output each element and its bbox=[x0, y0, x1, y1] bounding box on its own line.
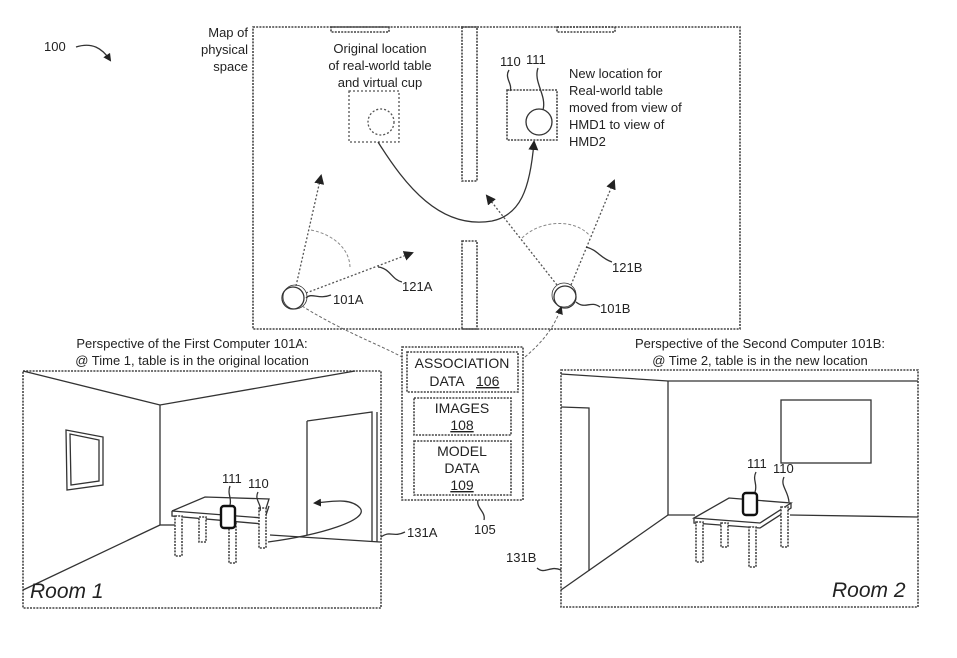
device-a-ref: 101A bbox=[333, 292, 364, 307]
room1-caption-line1: Perspective of the First Computer 101A: bbox=[76, 336, 307, 351]
room1-leader-111 bbox=[228, 485, 232, 506]
room1-floor-left bbox=[22, 524, 161, 591]
association-ref: 106 bbox=[476, 373, 500, 389]
fov-a-left-ray bbox=[295, 174, 325, 287]
leader-101a bbox=[305, 294, 332, 299]
server-box bbox=[401, 346, 524, 501]
leader-111 bbox=[536, 67, 545, 111]
room1-frame bbox=[22, 370, 382, 609]
device-101b: 101B 121B bbox=[485, 179, 642, 316]
room1-table-ref: 110 bbox=[248, 476, 269, 491]
original-table-outline bbox=[348, 90, 400, 143]
room2-door bbox=[560, 406, 590, 571]
new-cup bbox=[525, 108, 553, 136]
map-label-line3: space bbox=[213, 59, 248, 74]
model-data-box bbox=[413, 440, 512, 496]
room1-window bbox=[65, 429, 104, 491]
server-105: ASSOCIATION DATA 106 IMAGES 108 MODEL DA… bbox=[401, 346, 524, 537]
leader-110 bbox=[506, 69, 512, 92]
fov-b-ref: 121B bbox=[612, 260, 642, 275]
room2-floor-back bbox=[668, 514, 919, 518]
map-label-line2: physical bbox=[201, 42, 248, 57]
hmd-b-ring bbox=[551, 282, 577, 308]
room2-leader-110 bbox=[782, 476, 790, 503]
original-cup-outline bbox=[367, 108, 395, 136]
link-server-device-b bbox=[524, 306, 563, 358]
room2-virtual-cup-icon bbox=[741, 491, 759, 517]
room2-name: Room 2 bbox=[832, 579, 906, 602]
leader-131b bbox=[536, 567, 562, 572]
figure-number: 100 bbox=[44, 39, 66, 54]
original-location-line1: Original location bbox=[333, 41, 426, 56]
room2-floor-left bbox=[560, 514, 669, 591]
room2-caption-line1: Perspective of the Second Computer 101B: bbox=[635, 336, 885, 351]
original-location-line2: of real-world table bbox=[328, 58, 431, 73]
fov-a-right-ray bbox=[305, 251, 414, 294]
room2-cup-ref: 111 bbox=[747, 456, 767, 471]
map-label-line1: Map of bbox=[208, 25, 248, 40]
fov-a-ref: 121A bbox=[402, 279, 433, 294]
room-1-perspective: Perspective of the First Computer 101A: … bbox=[22, 336, 438, 609]
device-101a: 101A 121A bbox=[281, 174, 433, 310]
room2-leader-111 bbox=[753, 471, 757, 493]
map-boundary bbox=[252, 26, 741, 330]
room2-caption-line2: @ Time 2, table is in the new location bbox=[652, 353, 868, 368]
room1-leader-110 bbox=[256, 491, 261, 512]
new-location-line5: HMD2 bbox=[569, 134, 606, 149]
room1-door bbox=[306, 411, 378, 542]
new-table-outline bbox=[506, 89, 558, 141]
images-box bbox=[413, 397, 512, 436]
map-window-right bbox=[556, 26, 616, 33]
association-label: ASSOCIATION bbox=[415, 355, 510, 371]
leader-101b bbox=[575, 301, 601, 308]
room2-frame bbox=[560, 369, 919, 608]
device-b-ref: 101B bbox=[600, 301, 630, 316]
fov-b-left-ray bbox=[485, 194, 558, 286]
server-ref: 105 bbox=[474, 522, 496, 537]
link-device-a-server bbox=[301, 305, 403, 358]
new-cup-ref: 111 bbox=[526, 52, 546, 67]
new-location-line3: moved from view of bbox=[569, 100, 682, 115]
leader-131a bbox=[380, 531, 406, 538]
table-move-path bbox=[377, 140, 539, 223]
model-label: MODEL bbox=[437, 443, 487, 459]
room2-picture bbox=[780, 399, 872, 464]
room1-floor-right bbox=[269, 534, 381, 543]
room1-cup-ref: 111 bbox=[222, 471, 242, 486]
images-label: IMAGES bbox=[435, 400, 489, 416]
fov-b-right-ray bbox=[570, 179, 616, 286]
leader-105 bbox=[477, 499, 485, 521]
map-of-physical-space: Map of physical space Original location … bbox=[201, 25, 741, 330]
fov-b-arc bbox=[521, 223, 591, 239]
fov-a-arc bbox=[310, 229, 351, 269]
map-partition-top bbox=[461, 26, 478, 182]
room2-view-ref: 131B bbox=[506, 550, 536, 565]
images-ref: 108 bbox=[450, 417, 474, 433]
room1-view-ref: 131A bbox=[407, 525, 438, 540]
leader-121b bbox=[585, 246, 613, 263]
association-label2: DATA bbox=[429, 373, 465, 389]
new-location-line4: HMD1 to view of bbox=[569, 117, 665, 132]
figure-arrow-icon bbox=[75, 44, 112, 62]
room1-name: Room 1 bbox=[30, 580, 104, 603]
room1-caption-line2: @ Time 1, table is in the original locat… bbox=[75, 353, 309, 368]
new-location-line1: New location for bbox=[569, 66, 663, 81]
new-table-ref: 110 bbox=[500, 54, 521, 69]
leader-121a bbox=[377, 266, 403, 283]
original-location-line3: and virtual cup bbox=[338, 75, 423, 90]
room1-move-arrow bbox=[267, 498, 362, 543]
association-data-box bbox=[406, 351, 519, 393]
model-label2: DATA bbox=[444, 460, 480, 476]
model-ref: 109 bbox=[450, 477, 474, 493]
room2-table-ref: 110 bbox=[773, 461, 794, 476]
room-2-perspective: Perspective of the Second Computer 101B:… bbox=[506, 336, 919, 608]
room2-ceiling-edges bbox=[560, 373, 918, 382]
new-location-line2: Real-world table bbox=[569, 83, 663, 98]
map-window-left bbox=[330, 26, 390, 33]
room1-virtual-cup-icon bbox=[219, 504, 237, 530]
figure-reference: 100 bbox=[44, 39, 112, 62]
map-partition-bottom bbox=[461, 240, 478, 330]
room1-ceiling-edges bbox=[22, 370, 356, 406]
